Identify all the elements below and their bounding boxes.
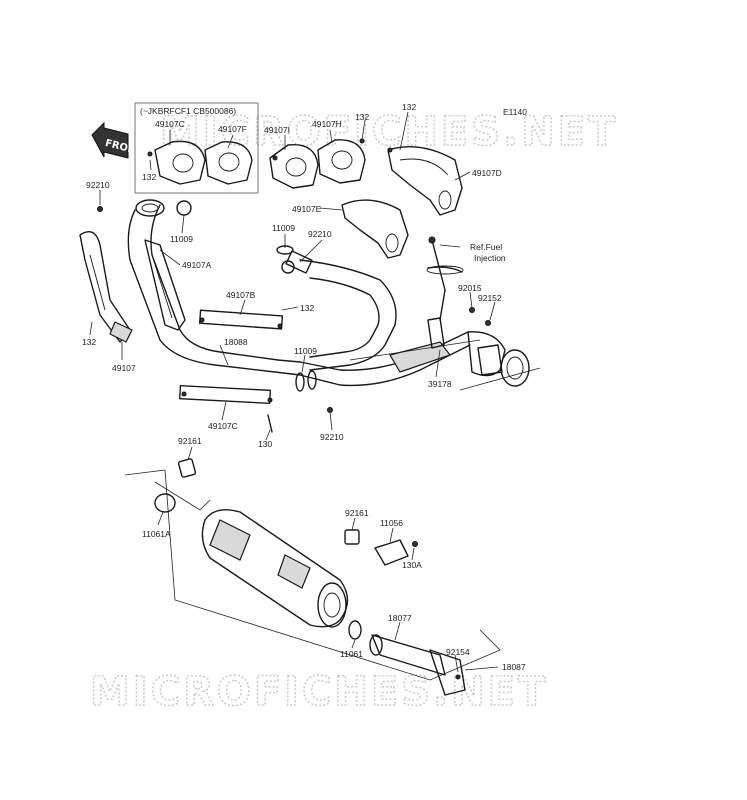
exhaust-header-main [97,199,301,376]
label-132-d: 132 [82,337,96,347]
label-49107D: 49107D [472,168,502,178]
label-49107B: 49107B [226,290,256,300]
label-11061A: 11061A [142,529,171,539]
label-11009-a: 11009 [170,234,193,244]
label-130A: 130A [402,560,422,570]
label-92154: 92154 [446,647,470,657]
label-11056: 11056 [380,518,403,528]
label-49107: 49107 [112,363,136,373]
label-92210-c: 92210 [320,432,344,442]
bolt-92210-lower-icon [327,407,333,413]
label-132-c: 132 [300,303,314,313]
front-arrow-icon: FRONT [91,121,144,159]
label-92015: 92015 [458,283,482,293]
ref-note-line2: Injection [474,253,506,263]
watermark-top: MICROFICHES.NET [160,109,618,155]
nut-92015-icon [469,307,475,313]
gasket-11009-lower-b [307,370,317,390]
heat-shield-c [179,384,273,405]
tail-pipe-18077 [369,634,466,696]
label-92210-a: 92210 [86,180,110,190]
label-49107A: 49107A [182,260,212,270]
watermark-bottom: MICROFICHES.NET [90,669,548,715]
label-49107C: 49107C [208,421,238,431]
ref-note-line1: Ref.Fuel [470,242,502,252]
label-92210-b: 92210 [308,229,332,239]
label-49107C-inset: 49107C [155,119,185,129]
label-18077: 18077 [388,613,412,623]
label-92161-a: 92161 [178,436,202,446]
muffler-assembly [124,458,501,681]
exhaust-pipe-front [79,231,133,343]
heat-shield-e [341,199,409,259]
diagram-code: E1140 [503,107,527,117]
exhaust-pipe-rear [281,250,397,371]
heat-shield-d [387,145,463,216]
label-49107H: 49107H [312,119,342,129]
heat-shield-cover-i-h [269,138,366,189]
inset-box [134,102,259,194]
nut-92152-icon [485,320,491,326]
gasket-11061A [154,493,176,513]
inset-caption: (~JKBRFCF1 CB500086) [140,106,236,116]
label-49107F: 49107F [218,124,247,134]
label-130: 130 [258,439,272,449]
heat-shield-cover-inset [147,140,253,185]
label-49107E: 49107E [292,204,322,214]
label-92161-b: 92161 [345,508,369,518]
o2-sensor [426,236,464,321]
heat-shield-b [198,309,284,330]
label-11009-c: 11009 [294,346,317,356]
label-49107I: 49107I [264,125,290,135]
gasket-11009-lower-a [295,372,305,392]
label-39178: 39178 [428,379,452,389]
collector-pipe-39178 [299,317,541,391]
label-92152: 92152 [478,293,502,303]
label-132-a: 132 [355,112,369,122]
label-11009-b: 11009 [272,223,295,233]
label-18087: 18087 [502,662,526,672]
label-leaders [89,111,499,673]
gasket-ring-11009-upper [176,200,192,216]
label-11061: 11061 [340,649,363,659]
bolt-130-icon [267,414,273,433]
part-labels: 49107C 49107F 132 49107I 49107H 132 132 … [82,102,526,672]
label-132-b: 132 [402,102,416,112]
label-132-inset: 132 [142,172,156,182]
label-18088: 18088 [224,337,248,347]
gasket-11061 [348,620,362,640]
